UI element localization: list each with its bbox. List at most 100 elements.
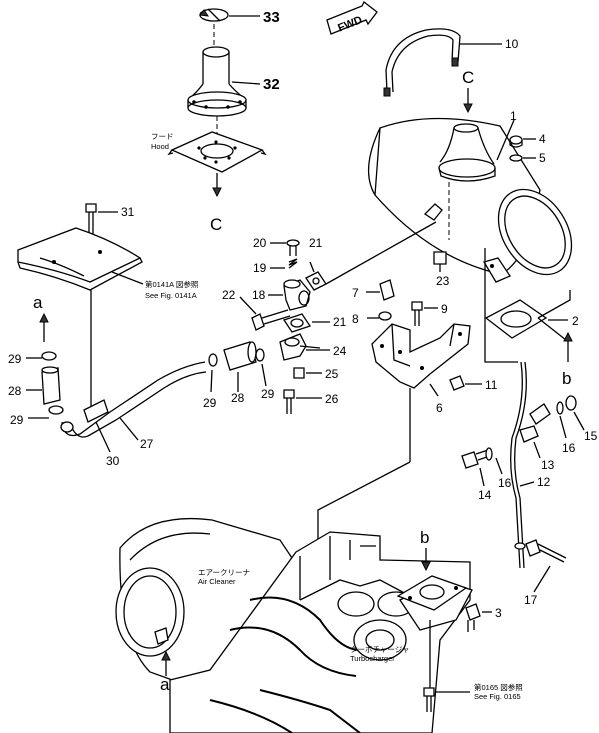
callout-25: 25 (325, 367, 339, 381)
bolt-25 (293, 367, 322, 379)
callout-26: 26 (325, 392, 339, 406)
clamp-29-mid-a (208, 353, 218, 393)
clamp-29-left-top (26, 351, 57, 361)
callout-5: 5 (539, 151, 546, 165)
callouts: 33 32 10 1 4 5 31 20 21 19 23 7 18 22 9 … (8, 9, 598, 620)
callout-28-a: 28 (8, 384, 22, 398)
callout-17: 17 (524, 593, 538, 607)
callout-1: 1 (510, 109, 517, 123)
turbo-label-jp: ターボチャージャ (350, 645, 409, 654)
callout-33: 33 (263, 9, 280, 26)
bolt-22 (239, 296, 291, 331)
callout-16-a: 16 (498, 476, 512, 490)
callout-9: 9 (441, 302, 448, 316)
callout-15: 15 (584, 429, 598, 443)
drain-tube-12 (510, 361, 535, 569)
elbow-18 (268, 279, 311, 311)
washer-16-b (556, 401, 567, 439)
bolt-9 (411, 301, 438, 326)
bolt-26 (283, 389, 322, 414)
arrow-c-top: C (462, 68, 474, 114)
callout-20: 20 (253, 236, 267, 250)
callout-18: 18 (252, 288, 266, 302)
bolt-3 (465, 603, 492, 632)
fwd-label: FWD (336, 14, 364, 35)
exhaust-pipe-32 (187, 46, 261, 117)
muffler-1 (367, 117, 573, 283)
arrow-b-engine: b (420, 528, 431, 572)
washer-5 (509, 154, 536, 162)
washer-16-a (485, 447, 503, 475)
callout-12: 12 (537, 475, 551, 489)
gasket-21-bottom (282, 313, 330, 333)
callout-29-c: 29 (261, 387, 275, 401)
hose-28-mid (223, 341, 257, 392)
clamp-29-mid-b (255, 348, 267, 387)
callout-8: 8 (352, 312, 359, 326)
letter-c-top: C (462, 68, 474, 87)
bracket-6 (371, 323, 471, 397)
hose-28-left (26, 366, 61, 405)
clamp-29-left-bottom (28, 405, 64, 419)
connector-13 (519, 403, 551, 459)
letter-b-engine: b (420, 528, 429, 547)
arrow-b-right: b (562, 331, 573, 388)
fig0141-label-jp: 第0141A 図参照 (145, 279, 199, 289)
nut-11 (449, 375, 482, 391)
callout-14: 14 (478, 488, 492, 502)
nut-23 (433, 251, 447, 272)
letter-b-right: b (562, 369, 571, 388)
heat-shield: 第0141A 図参照 See Fig. 0141A (17, 227, 199, 300)
gasket-2 (484, 290, 571, 341)
bolt-7 (366, 279, 395, 301)
hood-label-jp: フード (151, 132, 174, 141)
callout-22: 22 (222, 288, 236, 302)
bolt-17 (525, 539, 567, 593)
callout-30: 30 (106, 454, 120, 468)
fig0165-label-en: See Fig. 0165 (474, 692, 521, 701)
cap-15 (565, 395, 585, 431)
nut-4 (509, 135, 536, 148)
engine-assembly: エアークリーナ Air Cleaner ターボチャージャ Turbocharge… (115, 517, 473, 733)
gasket-21-top (305, 261, 327, 291)
hood-label-en: Hood (151, 142, 169, 151)
callout-2: 2 (572, 314, 579, 328)
callout-31: 31 (121, 205, 135, 219)
turbo-label-en: Turbocharger (350, 654, 395, 663)
callout-27: 27 (140, 437, 154, 451)
flange-24 (279, 333, 330, 361)
band-10 (383, 28, 502, 97)
air-cleaner-label-jp: エアークリーナ (198, 568, 250, 577)
tube-27 (60, 361, 207, 453)
callout-21-top: 21 (309, 236, 323, 250)
callout-3: 3 (495, 606, 502, 620)
arrow-a-left: a (33, 293, 49, 342)
fwd-arrow: FWD (326, 1, 378, 35)
air-cleaner-label-en: Air Cleaner (198, 577, 236, 586)
callout-4: 4 (539, 132, 546, 146)
callout-23: 23 (436, 274, 450, 288)
clamp-33 (199, 8, 260, 22)
callout-21-bottom: 21 (333, 315, 347, 329)
callout-29-b: 29 (203, 396, 217, 410)
callout-29-a: 29 (8, 352, 22, 366)
letter-c-hood: C (210, 215, 222, 234)
callout-10: 10 (505, 37, 519, 51)
spring-19 (270, 258, 298, 269)
callout-29-d: 29 (10, 413, 24, 427)
bolt-fig0165: 第0165 図参照 See Fig. 0165 (423, 682, 523, 712)
callout-11: 11 (485, 378, 498, 392)
arrow-a-bottom: a (160, 650, 171, 694)
arrow-c-hood: C (210, 173, 222, 234)
callout-16-b: 16 (562, 441, 576, 455)
hood-plate: フード Hood (151, 131, 267, 173)
bolt-20 (270, 239, 300, 256)
washer-8 (367, 311, 392, 321)
callout-28-b: 28 (231, 391, 245, 405)
fig0141-label-en: See Fig. 0141A (145, 291, 197, 300)
letter-a-left: a (33, 293, 43, 312)
callout-7: 7 (352, 286, 359, 300)
letter-a-bottom: a (160, 675, 170, 694)
